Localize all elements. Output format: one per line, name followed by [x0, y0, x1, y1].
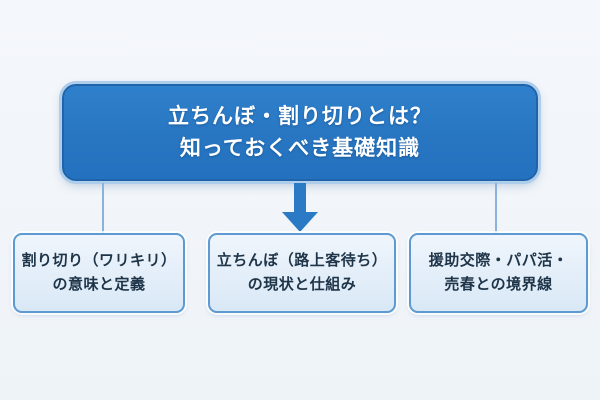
subtopic-box-tachinbo: 立ちんぼ（路上客待ち） の現状と仕組み: [208, 233, 396, 313]
subtopic-text-line: 割り切り（ワリキリ）: [21, 252, 177, 269]
subtopic-text-line: の現状と仕組み: [247, 276, 357, 293]
connector-line-left: [102, 183, 104, 234]
subtopic-text-line: 援助交際・パパ活・: [428, 252, 569, 269]
main-title-line-1: 立ちんぼ・割り切りとは？: [168, 104, 432, 128]
main-title-line-2: 知っておくべき基礎知識: [179, 136, 421, 160]
main-topic-box: 立ちんぼ・割り切りとは？ 知っておくべき基礎知識: [62, 84, 538, 181]
subtopic-box-warikiri: 割り切り（ワリキリ） の意味と定義: [13, 233, 185, 313]
down-arrow-head-icon: [282, 212, 318, 232]
subtopic-text-line: の意味と定義: [52, 276, 146, 293]
down-arrow-icon: [294, 183, 306, 213]
subtopic-text-line: 立ちんぼ（路上客待ち）: [216, 252, 388, 269]
subtopic-box-boundary: 援助交際・パパ活・ 売春との境界線: [409, 233, 588, 313]
connector-line-right: [495, 183, 497, 234]
subtopic-text-line: 売春との境界線: [444, 276, 553, 293]
